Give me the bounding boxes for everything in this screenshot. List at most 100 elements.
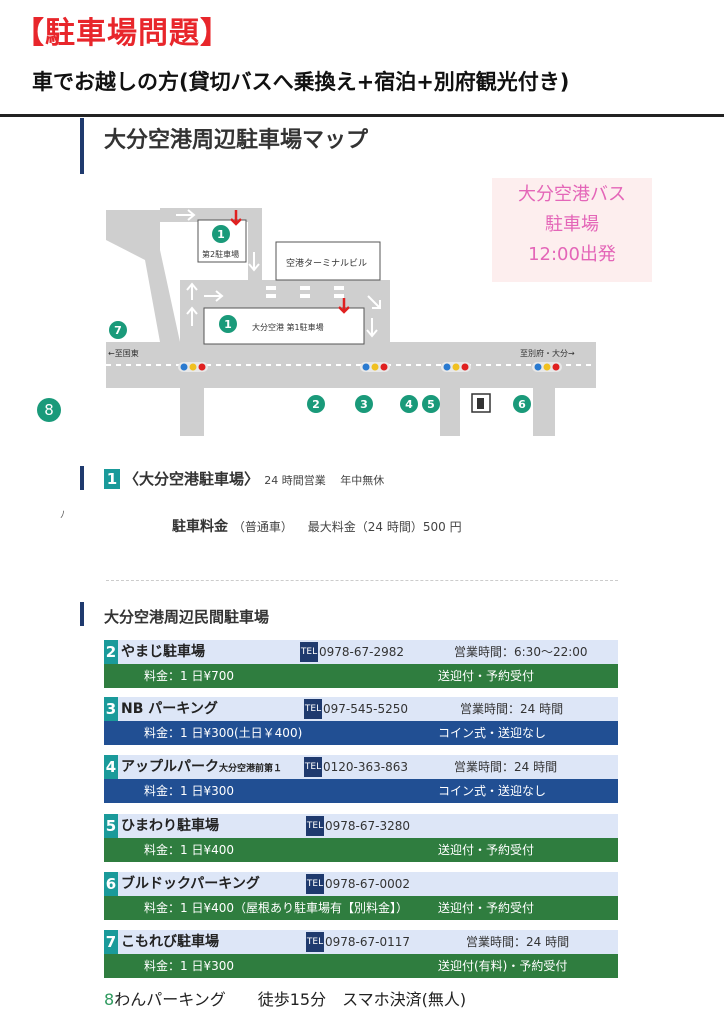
map-marker-5: 5: [427, 398, 435, 411]
tel-label: TEL: [304, 699, 322, 719]
section-divider: [106, 580, 618, 581]
airport-lot-hours: 24 時間営業 年中無休: [264, 474, 385, 487]
page-title: 【駐車場問題】: [14, 16, 231, 51]
bus-parking-note: 大分空港バス 駐車場 12:00出発: [492, 178, 652, 282]
lot-name: やまじ駐車場: [121, 640, 205, 664]
fee-value: 最大料金（24 時間）500 円: [307, 520, 462, 534]
tel-label: TEL: [306, 816, 324, 836]
gas-station-icon: [471, 393, 491, 413]
airport-lot-name: 〈大分空港駐車場〉: [124, 470, 260, 488]
lot-name-sub: 大分空港前第１: [219, 764, 283, 774]
lot-number: 7: [104, 930, 118, 954]
map-marker-7: 7: [114, 324, 122, 337]
lot-hours: 営業時間：24 時間: [454, 760, 558, 774]
lot-service: 送迎付・予約受付: [438, 901, 535, 915]
lot-phone: 0978-67-3280: [325, 819, 411, 833]
map-marker-1-upper: 1: [217, 228, 225, 241]
lot-phone: 0978-67-0117: [325, 935, 411, 949]
lot-service: コイン式・送迎なし: [438, 784, 547, 798]
map-title: 大分空港周辺駐車場マップ: [104, 128, 369, 153]
lot-hours: 営業時間：24 時間: [466, 935, 570, 949]
lot-details: 料金：1 日¥700 送迎付・予約受付: [104, 664, 618, 688]
lot-fee: 料金：1 日¥400: [144, 843, 234, 857]
tel-label: TEL: [306, 932, 324, 952]
lot-number: 4: [104, 755, 118, 779]
tel-label: TEL: [306, 874, 324, 894]
lot-name: アップルパーク大分空港前第１: [121, 755, 282, 781]
lot-phone: 0978-67-0002: [325, 877, 411, 891]
lot-fee: 料金：1 日¥300: [144, 959, 234, 973]
tel-label: TEL: [304, 757, 322, 777]
airport-lot-fee: 駐車料金 （普通車） 最大料金（24 時間）500 円: [172, 516, 462, 536]
map-marker-8: 8: [37, 398, 61, 422]
map-marker-6: 6: [518, 398, 526, 411]
lot1-label: 大分空港 第1駐車場: [252, 322, 324, 332]
lot-name-text: ブルドックパーキング: [121, 876, 260, 892]
airport-lot-number: 1: [104, 469, 120, 489]
map-marker-4: 4: [405, 398, 413, 411]
lot-details: 料金：1 日¥400（屋根あり駐車場有【別料金】） 送迎付・予約受付: [104, 896, 618, 920]
lot-name: ブルドックパーキング: [121, 872, 260, 896]
terminal-label: 空港ターミナルビル: [286, 257, 367, 269]
lot-details: 料金：1 日¥300(土日￥400) コイン式・送迎なし: [104, 721, 618, 745]
lot-service: コイン式・送迎なし: [438, 726, 547, 740]
lot-hours: 営業時間：24 時間: [460, 702, 564, 716]
header-rule: [0, 114, 724, 117]
tel-label: TEL: [300, 642, 318, 662]
lot-name: NB パーキング: [121, 697, 218, 721]
bus-note-line-2: 駐車場: [545, 214, 599, 235]
private-lots-bar: [80, 602, 84, 626]
bus-note-line-1: 大分空港バス: [518, 184, 626, 205]
map-title-bar: [80, 118, 84, 174]
lot2-label: 第2駐車場: [202, 249, 239, 259]
lot-hours: 営業時間：6:30～22:00: [454, 645, 588, 659]
lot-name-text: こもれび駐車場: [121, 934, 219, 950]
map-marker-2: 2: [312, 398, 320, 411]
lot-name: ひまわり駐車場: [121, 814, 219, 838]
lot-service: 送迎付・予約受付: [438, 669, 535, 683]
lot-fee: 料金：1 日¥300: [144, 784, 234, 798]
lot-fee: 料金：1 日¥400（屋根あり駐車場有【別料金】）: [144, 901, 408, 915]
airport-lot-heading: 1〈大分空港駐車場〉 24 時間営業 年中無休: [104, 468, 384, 489]
lot-details: 料金：1 日¥300 コイン式・送迎なし: [104, 779, 618, 803]
west-direction-label: ←至国東: [108, 348, 139, 358]
lot-fee: 料金：1 日¥300(土日￥400): [144, 726, 303, 740]
fee-label: 駐車料金: [172, 519, 228, 535]
parking-map: 第2駐車場 空港ターミナルビル 大分空港 第1駐車場 ←至国東 至別府・大分→ …: [106, 208, 596, 436]
page-subtitle: 車でお越しの方(貸切バスへ乗換え+宿泊+別府観光付き): [32, 70, 570, 94]
lot-phone: 097-545-5250: [323, 702, 409, 716]
bus-note-line-3: 12:00出発: [528, 244, 616, 265]
lot-number: 2: [104, 640, 118, 664]
lot-phone: 0978-67-2982: [319, 645, 405, 659]
traffic-lights: [178, 362, 562, 372]
west-road: [106, 210, 180, 342]
lot-phone: 0120-363-863: [323, 760, 409, 774]
lot-service: 送迎付(有料)・予約受付: [438, 959, 568, 973]
map-marker-1: 1: [224, 318, 232, 331]
map-marker-3: 3: [360, 398, 368, 411]
wan-number: 8: [104, 990, 115, 1009]
stray-mark: ﾉ: [60, 510, 65, 521]
lot-name-text: アップルパーク: [121, 759, 219, 775]
wan-parking: 8わんパーキング 徒歩15分 スマホ決済(無人): [104, 986, 466, 1010]
lot-name-text: ひまわり駐車場: [121, 818, 219, 834]
lot-details: 料金：1 日¥300 送迎付(有料)・予約受付: [104, 954, 618, 978]
lot-name-text: やまじ駐車場: [121, 644, 205, 660]
lot-fee: 料金：1 日¥700: [144, 669, 234, 683]
east-direction-label: 至別府・大分→: [520, 348, 575, 358]
lot-number: 6: [104, 872, 118, 896]
wan-text: わんパーキング 徒歩15分 スマホ決済(無人): [114, 990, 467, 1009]
airport-lot-bar: [80, 466, 84, 490]
